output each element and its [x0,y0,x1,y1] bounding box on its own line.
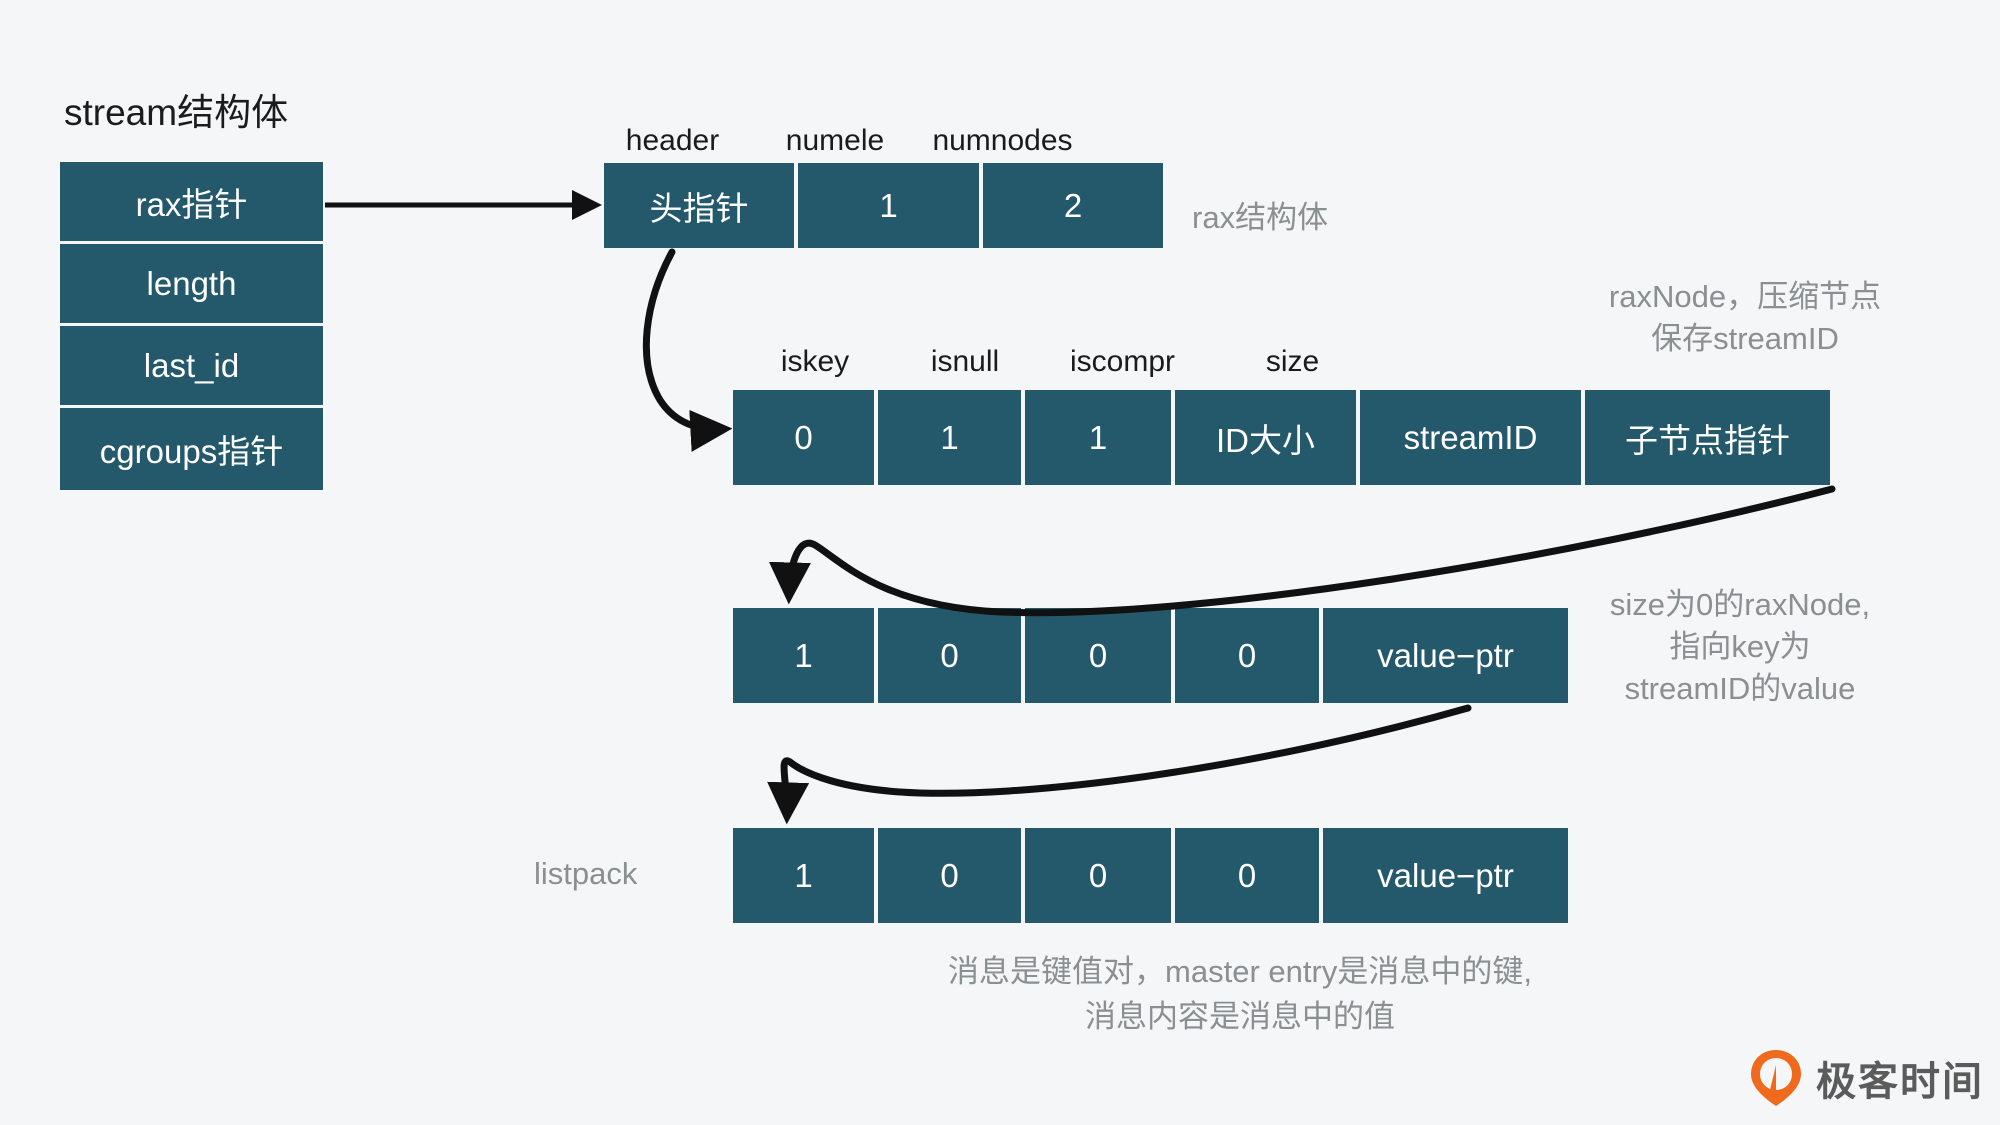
listpack-cell-size: 0 [1175,828,1323,923]
rax-header-header: header [625,124,720,157]
raxnode-leaf-note-line-1: size为0的raxNode, [1609,587,1871,622]
bottom-caption-line-2: 消息内容是消息中的值 [1085,998,1395,1034]
raxnode-leaf-note-line-3: streamID的value [1624,670,1856,706]
rax-header-numnodes: numnodes [932,124,1073,157]
stream-field-length: length [60,244,323,326]
raxnode-leaf-note: size为0的raxNode, 指向key为 streamID的value [1560,584,1920,710]
raxnode-leaf-cell-iscompr: 0 [1025,608,1175,703]
rax-struct-row: 头指针 1 2 [604,163,1163,248]
raxnode-leaf-row: 1 0 0 0 value−ptr [733,608,1568,703]
listpack-cell-iskey: 1 [733,828,878,923]
raxnode-compressed-note-line-2: 保存streamID [1651,320,1839,356]
geekbang-mark-icon [1751,1050,1801,1106]
listpack-cell-value-ptr: value−ptr [1323,828,1568,923]
stream-field-last-id: last_id [60,326,323,408]
rax-struct-side-label: rax结构体 [1192,200,1329,235]
arrow-value-ptr-to-listpack [767,704,1472,825]
watermark-logo: 极客时间 [1748,1048,1984,1108]
bottom-caption: 消息是键值对，master entry是消息中的键, 消息内容是消息中的值 [700,950,1780,1040]
raxnode-leaf-note-line-2: 指向key为 [1669,628,1811,664]
raxnode-cell-iscompr: 1 [1025,390,1175,485]
raxnode-header-iskey: iskey [780,345,850,378]
listpack-cell-isnull: 0 [878,828,1025,923]
raxnode-header-size: size [1265,345,1320,378]
raxnode-compressed-note: raxNode，压缩节点 保存streamID [1580,276,1910,360]
raxnode-cell-iskey: 0 [733,390,878,485]
raxnode-cell-isnull: 1 [878,390,1025,485]
raxnode-cell-streamid: streamID [1360,390,1585,485]
raxnode-header-isnull: isnull [930,345,1000,378]
listpack-label: listpack [534,856,638,891]
raxnode-leaf-cell-isnull: 0 [878,608,1025,703]
listpack-cell-iscompr: 0 [1025,828,1175,923]
raxnode-leaf-cell-value-ptr: value−ptr [1323,608,1568,703]
stream-field-rax-pointer: rax指针 [60,162,323,244]
raxnode-header-iscompr: iscompr [1069,345,1175,378]
listpack-row: 1 0 0 0 value−ptr [733,828,1568,923]
rax-header-numele: numele [785,124,885,157]
raxnode-leaf-cell-size: 0 [1175,608,1323,703]
raxnode-cell-child-pointer: 子节点指针 [1585,390,1830,485]
watermark-text: 极客时间 [1816,1060,1984,1104]
arrow-rax-header-to-raxnode [642,248,733,452]
stream-struct-title: stream结构体 [64,92,289,133]
raxnode-leaf-cell-iskey: 1 [733,608,878,703]
raxnode-compressed-row: 0 1 1 ID大小 streamID 子节点指针 [733,390,1830,485]
stream-struct-column: rax指针 length last_id cgroups指针 [60,162,323,490]
stream-field-cgroups-pointer: cgroups指针 [60,408,323,490]
raxnode-compressed-note-line-1: raxNode，压缩节点 [1608,279,1882,314]
bottom-caption-line-1: 消息是键值对，master entry是消息中的键, [948,954,1532,989]
raxnode-cell-size: ID大小 [1175,390,1360,485]
rax-cell-numele: 1 [798,163,983,248]
rax-cell-header: 头指针 [604,163,798,248]
rax-cell-numnodes: 2 [983,163,1163,248]
